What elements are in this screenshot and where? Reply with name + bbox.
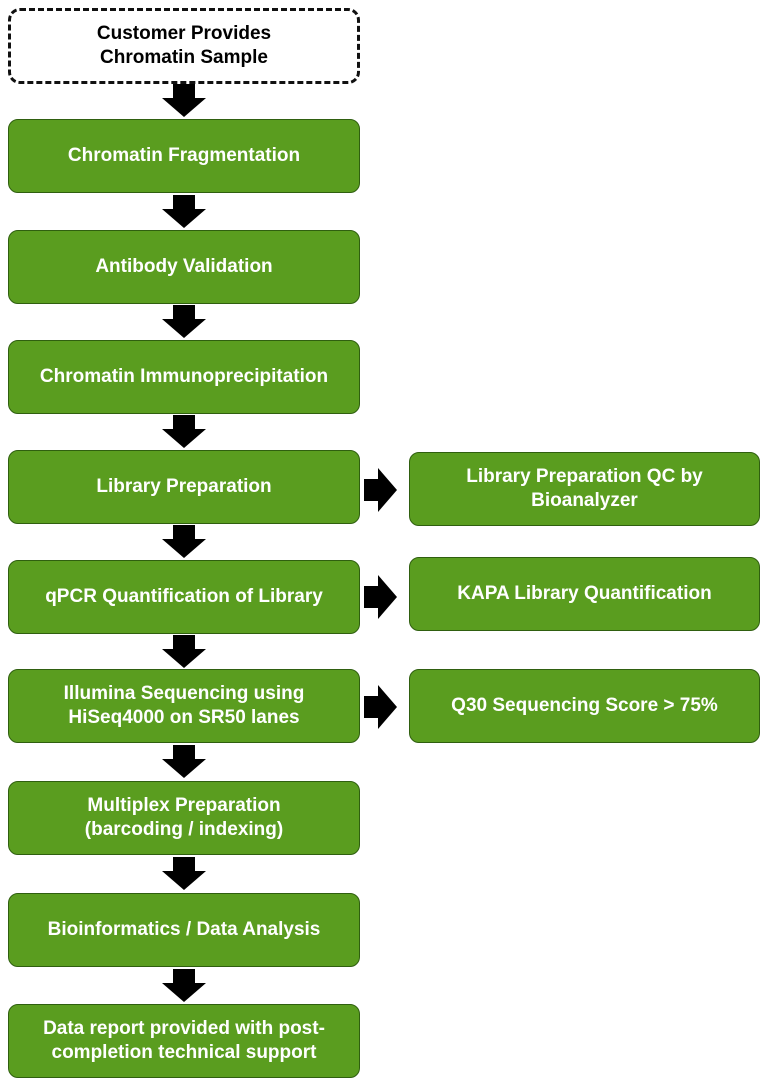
step-chromatin-immunoprecipitation: Chromatin Immunoprecipitation: [8, 340, 360, 414]
down-arrow-icon: [162, 305, 206, 338]
down-arrow-icon: [162, 857, 206, 890]
step-label: Data report provided with post- completi…: [43, 1018, 325, 1063]
side-step-bioanalyzer-qc: Library Preparation QC by Bioanalyzer: [409, 452, 760, 526]
step-illumina-sequencing: Illumina Sequencing using HiSeq4000 on S…: [8, 669, 360, 743]
down-arrow-icon: [162, 745, 206, 778]
step-bioinformatics: Bioinformatics / Data Analysis: [8, 893, 360, 967]
side-step-label: Library Preparation QC by Bioanalyzer: [466, 466, 703, 511]
right-arrow-icon: [364, 685, 397, 729]
step-antibody-validation: Antibody Validation: [8, 230, 360, 304]
step-multiplex-preparation: Multiplex Preparation (barcoding / index…: [8, 781, 360, 855]
step-label: Chromatin Immunoprecipitation: [39, 366, 329, 387]
step-library-preparation: Library Preparation: [8, 450, 360, 524]
step-label: Illumina Sequencing using HiSeq4000 on S…: [63, 683, 305, 728]
down-arrow-icon: [162, 969, 206, 1002]
down-arrow-icon: [162, 525, 206, 558]
side-step-kapa-quantification: KAPA Library Quantification: [409, 557, 760, 631]
step-chromatin-fragmentation: Chromatin Fragmentation: [8, 119, 360, 193]
side-step-label: Q30 Sequencing Score > 75%: [451, 695, 718, 716]
right-arrow-icon: [364, 468, 397, 512]
down-arrow-icon: [162, 415, 206, 448]
step-label: Library Preparation: [96, 476, 272, 497]
step-label: Bioinformatics / Data Analysis: [47, 919, 321, 940]
right-arrow-icon: [364, 575, 397, 619]
down-arrow-icon: [162, 84, 206, 117]
down-arrow-icon: [162, 195, 206, 228]
down-arrow-icon: [162, 635, 206, 668]
start-box: Customer Provides Chromatin Sample: [8, 8, 360, 84]
step-label: Multiplex Preparation (barcoding / index…: [84, 795, 284, 840]
side-step-q30-score: Q30 Sequencing Score > 75%: [409, 669, 760, 743]
step-qpcr-quantification: qPCR Quantification of Library: [8, 560, 360, 634]
step-label: Chromatin Fragmentation: [67, 145, 301, 166]
step-data-report: Data report provided with post- completi…: [8, 1004, 360, 1078]
start-box-label: Customer Provides Chromatin Sample: [96, 23, 272, 68]
step-label: qPCR Quantification of Library: [45, 586, 323, 607]
step-label: Antibody Validation: [95, 256, 273, 277]
side-step-label: KAPA Library Quantification: [457, 583, 712, 604]
